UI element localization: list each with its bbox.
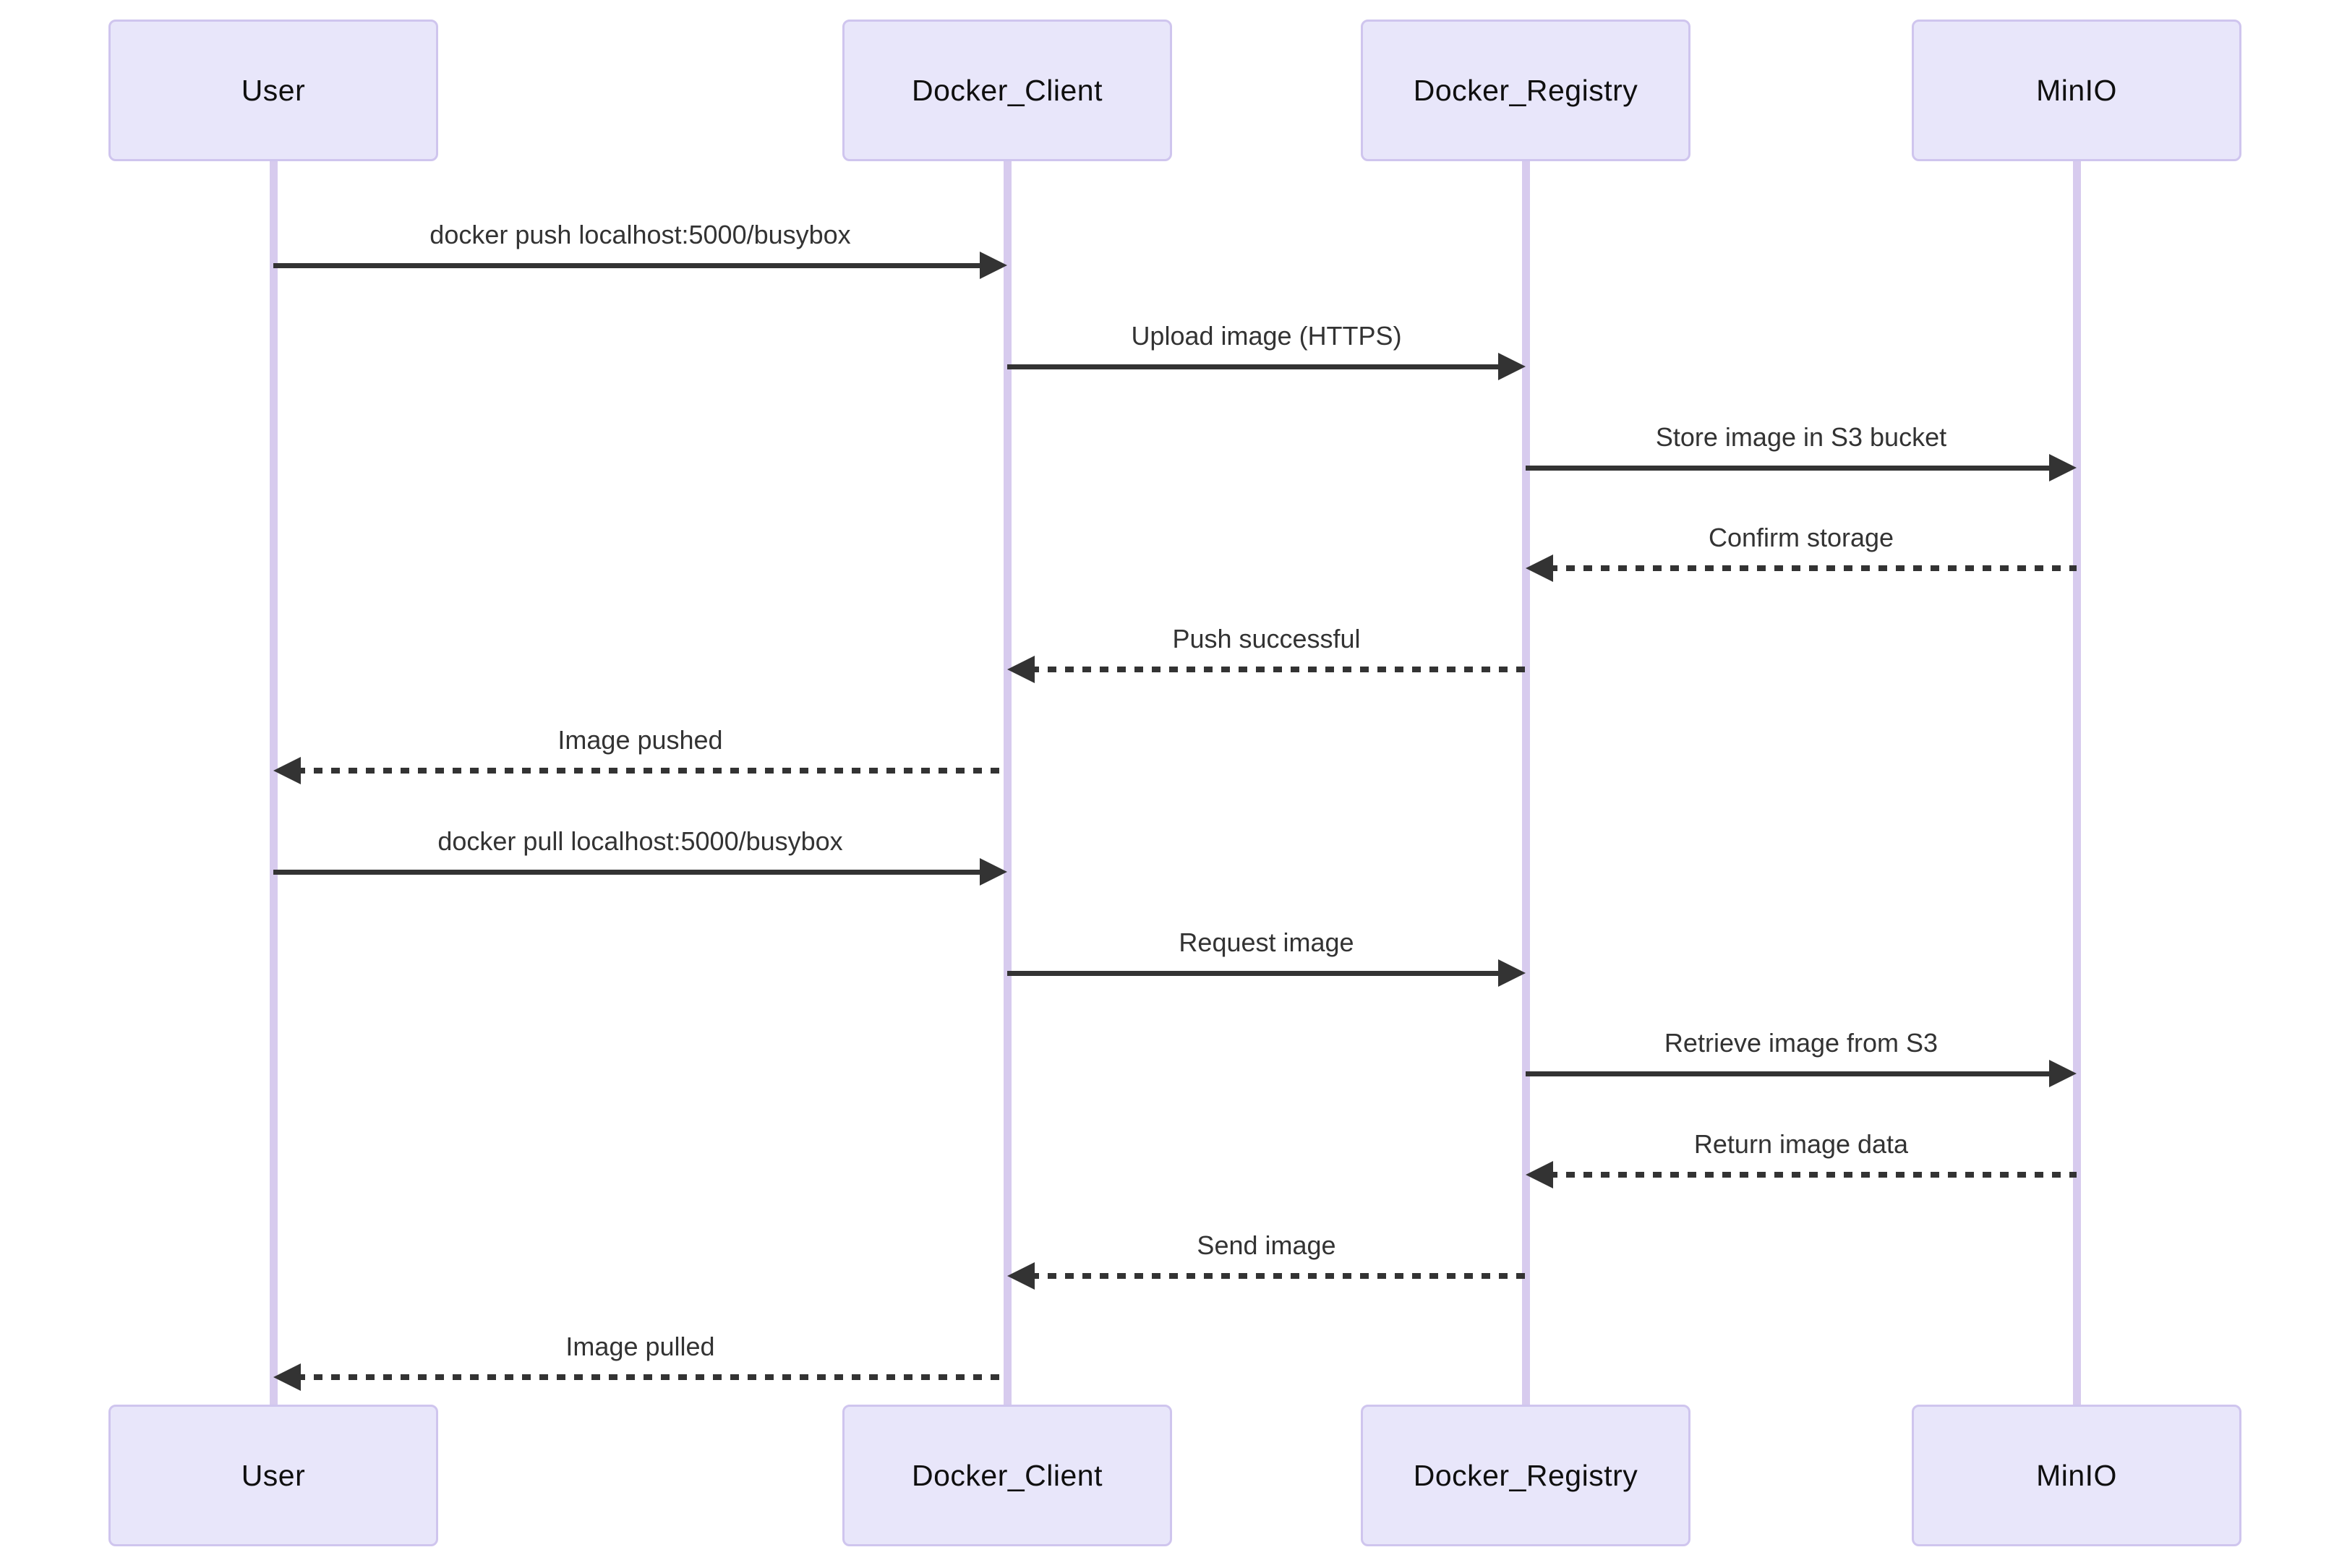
message-label: Retrieve image from S3: [1664, 1028, 1938, 1058]
message-line-dotted: [1030, 1273, 1526, 1279]
actor-label: MinIO: [2036, 73, 2117, 107]
message-line-solid: [1526, 465, 2053, 471]
arrowhead-icon: [2049, 454, 2077, 481]
actor-docker_client-top: Docker_Client: [842, 20, 1172, 161]
actor-user-top: User: [108, 20, 438, 161]
lifeline-docker_registry: [1521, 161, 1530, 1405]
message-label: Return image data: [1693, 1129, 1909, 1159]
actor-docker_registry-top: Docker_Registry: [1361, 20, 1690, 161]
lifeline-docker_client: [1003, 161, 1012, 1405]
message-line-solid: [1007, 970, 1502, 976]
actor-label: Docker_Client: [912, 1458, 1103, 1492]
arrowhead-icon: [980, 858, 1007, 886]
message-line-solid: [273, 869, 984, 875]
arrowhead-icon: [980, 252, 1007, 279]
message-label: Send image: [1197, 1230, 1336, 1260]
message-line-dotted: [1030, 667, 1526, 672]
message-label: Store image in S3 bucket: [1655, 422, 1947, 452]
actor-label: User: [241, 1458, 306, 1492]
message-line-solid: [1526, 1071, 2053, 1076]
lifeline-minio: [2072, 161, 2081, 1405]
actor-minio-bottom: MinIO: [1912, 1405, 2241, 1546]
message-line-dotted: [296, 768, 1007, 774]
message-label: Push successful: [1172, 624, 1361, 654]
message-label: Confirm storage: [1708, 523, 1894, 552]
message-label: docker pull localhost:5000/busybox: [437, 826, 843, 856]
arrowhead-icon: [273, 757, 301, 784]
actor-docker_client-bottom: Docker_Client: [842, 1405, 1172, 1546]
message-line-solid: [273, 262, 984, 268]
message-line-dotted: [296, 1374, 1007, 1380]
actor-label: Docker_Registry: [1413, 73, 1638, 107]
actor-label: User: [241, 73, 306, 107]
actor-user-bottom: User: [108, 1405, 438, 1546]
message-line-dotted: [1549, 565, 2077, 571]
arrowhead-icon: [1007, 1262, 1035, 1290]
actor-minio-top: MinIO: [1912, 20, 2241, 161]
actor-label: MinIO: [2036, 1458, 2117, 1492]
arrowhead-icon: [1526, 1161, 1553, 1188]
arrowhead-icon: [1007, 656, 1035, 683]
message-label: Request image: [1179, 927, 1354, 957]
arrowhead-icon: [1498, 353, 1526, 380]
message-label: Upload image (HTTPS): [1131, 321, 1402, 351]
message-line-dotted: [1549, 1172, 2077, 1178]
arrowhead-icon: [273, 1363, 301, 1391]
message-label: Image pushed: [557, 725, 723, 755]
actor-docker_registry-bottom: Docker_Registry: [1361, 1405, 1690, 1546]
message-label: docker push localhost:5000/busybox: [429, 220, 851, 249]
arrowhead-icon: [2049, 1060, 2077, 1087]
actor-label: Docker_Registry: [1413, 1458, 1638, 1492]
message-line-solid: [1007, 364, 1502, 369]
message-label: Image pulled: [565, 1332, 715, 1361]
actor-label: Docker_Client: [912, 73, 1103, 107]
arrowhead-icon: [1526, 554, 1553, 582]
arrowhead-icon: [1498, 959, 1526, 987]
